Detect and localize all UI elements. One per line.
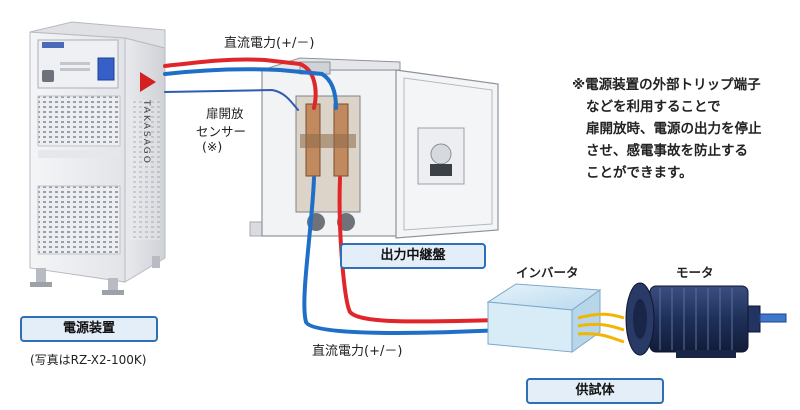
dc-power-label-top: 直流電力(+/－) [224,36,315,51]
note-line: させ、感電事故を防止する [586,143,748,159]
cables [163,57,502,335]
output-relay-panel-label: 出力中継盤 [340,243,486,269]
negative-cable-top [163,67,338,110]
positive-cable-top [163,57,318,110]
note-line: ことができます。 [586,165,693,181]
safety-note: ※電源装置の外部トリップ端子 などを利用することで 扉開放時、電源の出力を停止 … [572,74,762,184]
device-under-test-label: 供試体 [526,378,664,404]
negative-cable-bottom [302,176,502,335]
power-supply-label: 電源装置 [20,316,158,342]
power-supply-cabinet [29,21,166,295]
door-sensor-cable [164,88,299,111]
note-line: ※電源装置の外部トリップ端子 [572,77,761,93]
motor-wires [577,312,625,344]
relay-panel [249,57,499,239]
inverter-box [486,283,602,353]
motor-label: モータ [676,265,714,280]
photo-caption: (写真はRZ-X2-100K) [30,353,147,367]
positive-cable-bottom [337,176,502,324]
dc-power-label-bottom: 直流電力(+/－) [312,344,403,359]
motor [625,282,787,358]
note-line: 扉開放時、電源の出力を停止 [586,121,762,137]
door-sensor-label-line3: (※) [202,139,223,154]
door-sensor-label-line1: 扉開放 [206,106,244,121]
note-line: などを利用することで [586,99,721,115]
brand-logo-text: TAKASAGO [141,99,151,165]
inverter-label: インバータ [516,265,579,280]
door-sensor-label-line2: センサー [196,124,247,139]
